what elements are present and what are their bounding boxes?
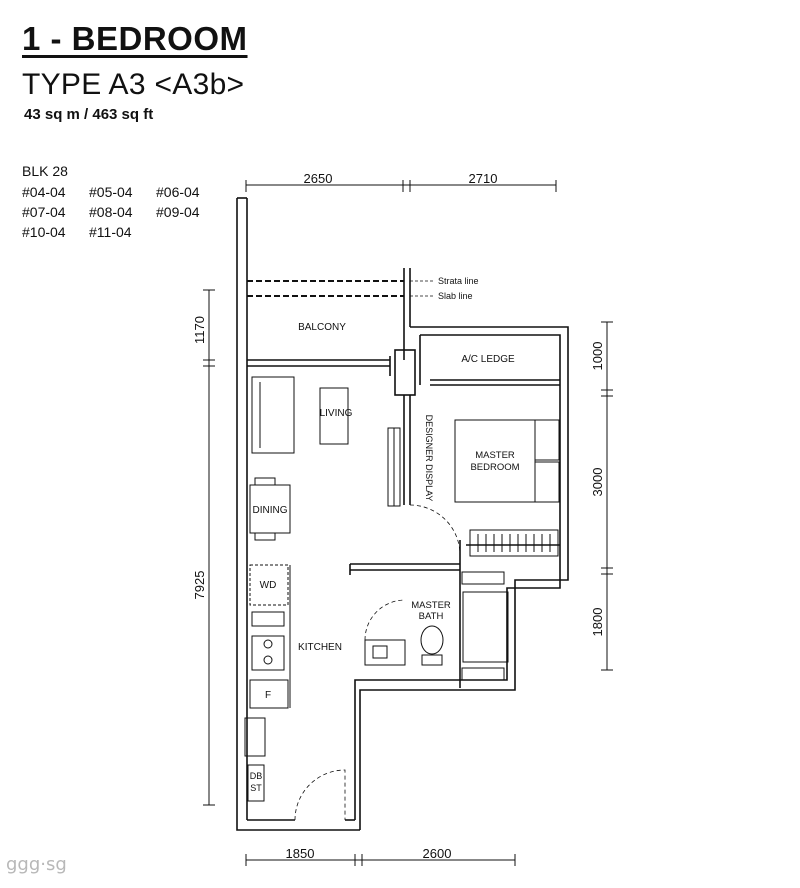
db-label-2: ST [250,783,262,793]
kitchen-label: KITCHEN [298,642,342,653]
master-bedroom-label-2: BEDROOM [470,462,519,473]
block-label: BLK 28 [22,163,68,179]
entrance-door-swing [294,769,346,821]
unit-row: #04-04 #05-04 #06-04 [22,182,223,202]
bath-door-swing [364,599,406,641]
unit-number: #07-04 [22,204,66,220]
fridge-label: F [265,690,271,701]
dining-table [249,477,291,541]
living-label: LIVING [320,408,353,419]
strata-slab-lines [247,280,435,297]
master-bath-label-2: BATH [419,611,444,622]
walls [236,197,569,831]
wd-label: WD [260,580,277,591]
db-label-1: DB [250,771,263,781]
dim-top-right: 2710 [469,171,498,186]
dim-top-left: 2650 [304,171,333,186]
slab-line-label: Slab line [438,291,473,301]
kitchen-counter [244,564,291,802]
designer-display-label: DESIGNER DISPLAY [424,415,434,502]
unit-number: #09-04 [156,204,200,220]
plan-title: 1 - BEDROOM [22,20,248,57]
unit-number: #06-04 [156,184,200,200]
unit-number: #11-04 [89,224,132,240]
coffee-table [319,387,349,445]
dim-right-bottom: 1800 [590,608,605,637]
sofa [251,376,295,454]
unit-number: #04-04 [22,184,66,200]
master-bath-label-1: MASTER [411,600,451,611]
unit-type: TYPE A3 <A3b> [22,68,245,101]
bedroom-door-swing [409,504,461,556]
dim-left-lower: 7925 [192,571,207,600]
unit-number: #05-04 [89,184,133,200]
dim-bottom-left: 1850 [286,846,315,861]
master-bath-fixtures [364,571,509,681]
strata-line-label: Strata line [438,276,479,286]
dim-left-upper: 1170 [192,316,207,344]
dim-bottom-right: 2600 [423,846,452,861]
unit-number: #10-04 [22,224,66,240]
wardrobe [469,529,559,557]
dimension-lines [203,180,613,866]
master-bedroom-label-1: MASTER [475,450,515,461]
balcony-label: BALCONY [298,322,346,333]
unit-area: 43 sq m / 463 sq ft [24,106,154,123]
watermark: ggg·sg [6,854,67,875]
bed [454,419,560,503]
designer-display-cabinet [387,427,401,507]
unit-row: #07-04 #08-04 #09-04 [22,202,223,222]
unit-row: #10-04 #11-04 [22,222,223,242]
unit-number: #08-04 [89,204,133,220]
dining-label: DINING [253,505,288,516]
unit-number-list: #04-04 #05-04 #06-04 #07-04 #08-04 #09-04 #1… [22,182,223,242]
dim-right-top: 1000 [590,342,605,371]
dim-right-mid: 3000 [590,468,605,497]
ac-ledge-label: A/C LEDGE [461,354,515,365]
